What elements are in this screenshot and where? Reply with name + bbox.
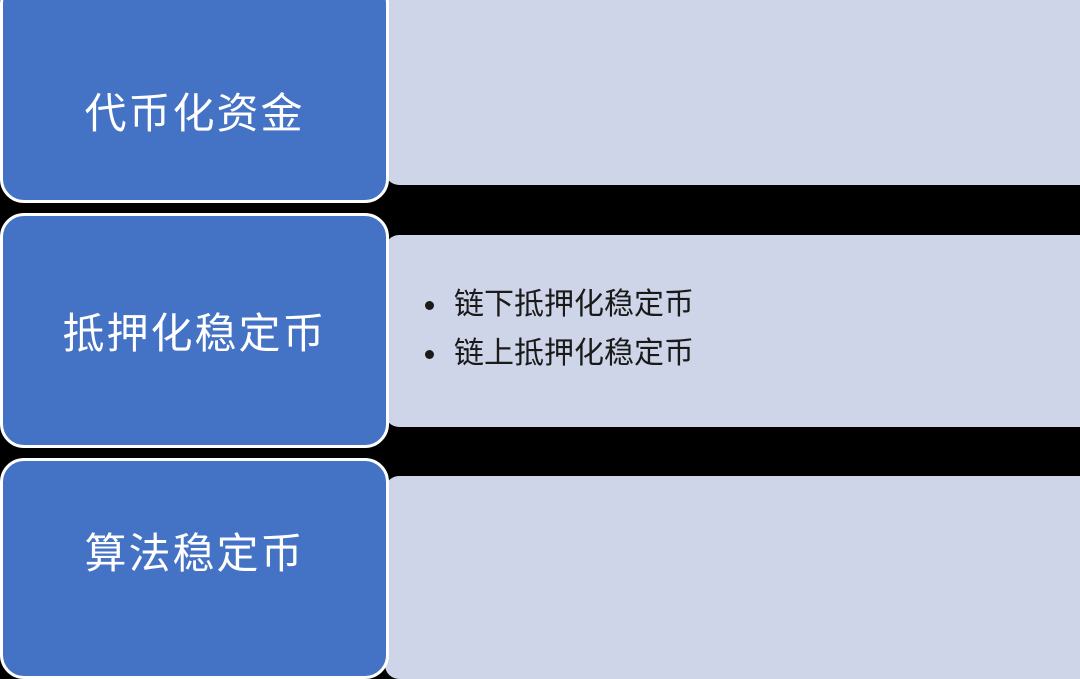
bullet-item: 链下抵押化稳定币	[420, 280, 694, 329]
bullet-item: 链上抵押化稳定币	[420, 329, 694, 378]
description-panel	[385, 476, 1080, 679]
category-label: 代币化资金	[84, 89, 305, 138]
category-label-box: 抵押化稳定币	[0, 213, 389, 448]
description-panel	[385, 235, 1080, 427]
category-label: 抵押化稳定币	[62, 309, 327, 358]
category-label: 算法稳定币	[84, 529, 305, 578]
description-panel	[385, 0, 1080, 185]
category-label-box: 算法稳定币	[0, 458, 389, 679]
category-label-box: 代币化资金	[0, 0, 389, 203]
category-row-collateralized-stablecoins: 抵押化稳定币 链下抵押化稳定币 链上抵押化稳定币	[0, 213, 1080, 448]
category-row-algorithmic-stablecoins: 算法稳定币	[0, 458, 1080, 679]
bullet-list: 链下抵押化稳定币 链上抵押化稳定币	[420, 280, 694, 378]
category-row-tokenized-funds: 代币化资金	[0, 0, 1080, 203]
